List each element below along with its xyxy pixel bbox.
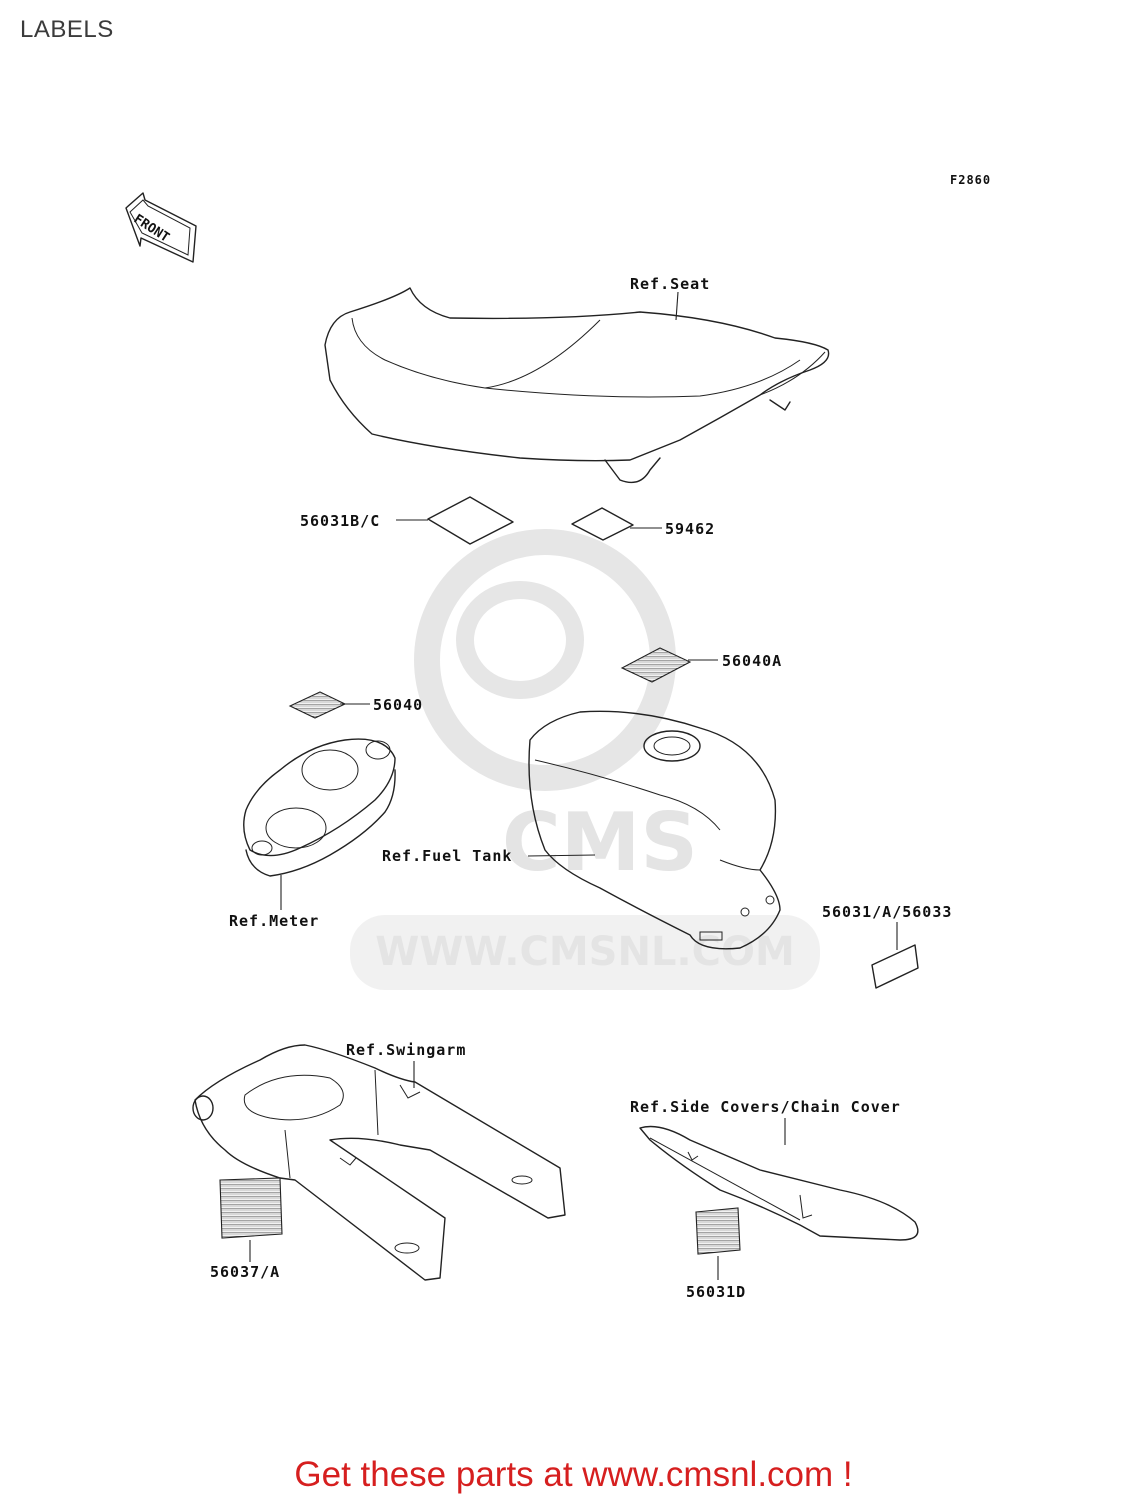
label-59462: 59462	[571, 507, 715, 541]
part-number-56040a: 56040A	[722, 652, 782, 670]
label-56031a-56033: 56031/A/56033	[822, 903, 952, 989]
side-cover-illustration	[639, 1125, 919, 1241]
label-56037a: 56037/A	[210, 1177, 283, 1281]
front-label: FRONT	[131, 212, 172, 246]
part-number-56031a-56033: 56031/A/56033	[822, 903, 952, 921]
seat-illustration	[324, 287, 830, 484]
label-56031d: 56031D	[686, 1207, 746, 1301]
watermark-logo-text: CMS	[502, 796, 698, 889]
ref-fuel-tank-label: Ref.Fuel Tank	[382, 847, 512, 865]
footer-shop-link[interactable]: Get these parts at www.cmsnl.com !	[294, 1455, 853, 1494]
ref-meter-label: Ref.Meter	[229, 912, 319, 930]
part-number-56040: 56040	[373, 696, 423, 714]
watermark-url-text: WWW.CMSNL.COM	[375, 929, 795, 975]
ref-swingarm-label: Ref.Swingarm	[346, 1041, 466, 1059]
part-number-56031bc: 56031B/C	[300, 512, 380, 530]
fuel-tank-illustration	[528, 710, 781, 950]
front-direction-arrow: FRONT	[125, 192, 197, 263]
swingarm-illustration	[192, 1044, 566, 1281]
label-56040: 56040	[288, 691, 423, 719]
part-number-56031d: 56031D	[686, 1283, 746, 1301]
page-title: LABELS	[20, 16, 114, 43]
ref-side-covers-label: Ref.Side Covers/Chain Cover	[630, 1098, 901, 1116]
ref-seat-label: Ref.Seat	[630, 275, 710, 293]
label-56040a: 56040A	[620, 647, 782, 683]
label-56031bc: 56031B/C	[300, 496, 514, 545]
figure-code: F2860	[950, 173, 991, 187]
part-number-56037a: 56037/A	[210, 1263, 280, 1281]
meter-illustration	[243, 738, 396, 877]
cms-watermark: CMS WWW.CMSNL.COM	[350, 529, 820, 990]
part-number-59462: 59462	[665, 520, 715, 538]
